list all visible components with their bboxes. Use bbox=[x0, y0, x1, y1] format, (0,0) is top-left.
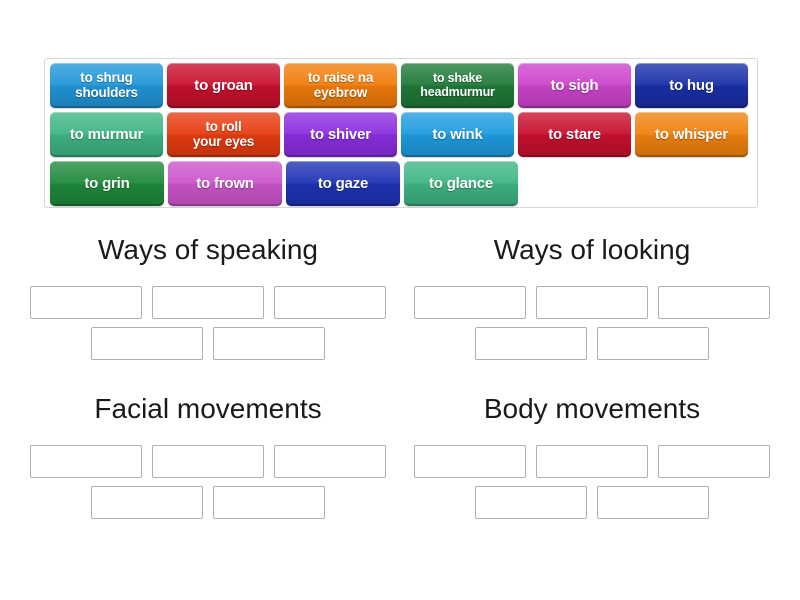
drop-slot-row bbox=[402, 286, 782, 319]
category-title: Ways of speaking bbox=[98, 234, 318, 265]
drop-slot-row bbox=[18, 286, 398, 319]
drop-slot[interactable] bbox=[152, 286, 264, 319]
word-tile[interactable]: to murmur bbox=[50, 112, 163, 157]
category-body-movements: Body movements bbox=[402, 395, 782, 527]
category-ways-of-looking: Ways of looking bbox=[402, 236, 782, 368]
category-title: Ways of looking bbox=[493, 234, 691, 265]
word-tile[interactable]: to grin bbox=[50, 161, 164, 206]
drop-slot[interactable] bbox=[658, 445, 770, 478]
drop-slot[interactable] bbox=[475, 486, 587, 519]
word-tile[interactable]: to hug bbox=[635, 63, 748, 108]
drop-slot[interactable] bbox=[414, 445, 526, 478]
category-facial-movements: Facial movements bbox=[18, 395, 398, 527]
word-tile[interactable]: to groan bbox=[167, 63, 280, 108]
drop-slot-row bbox=[402, 445, 782, 478]
word-tile[interactable]: to shiver bbox=[284, 112, 397, 157]
word-tile[interactable]: to glance bbox=[404, 161, 518, 206]
word-tile[interactable]: to whisper bbox=[635, 112, 748, 157]
drop-slot-row bbox=[402, 486, 782, 519]
drop-slot[interactable] bbox=[536, 445, 648, 478]
drop-slot[interactable] bbox=[536, 286, 648, 319]
drop-slot-row bbox=[18, 327, 398, 360]
drop-slot[interactable] bbox=[213, 327, 325, 360]
drop-slot[interactable] bbox=[274, 286, 386, 319]
drop-slot-row bbox=[402, 327, 782, 360]
drop-slot-row bbox=[18, 445, 398, 478]
drop-slot[interactable] bbox=[91, 486, 203, 519]
drop-slot[interactable] bbox=[152, 445, 264, 478]
word-tile[interactable]: to wink bbox=[401, 112, 514, 157]
word-tile[interactable]: to frown bbox=[168, 161, 282, 206]
word-tile[interactable]: to sigh bbox=[518, 63, 631, 108]
word-tile[interactable]: to stare bbox=[518, 112, 631, 157]
category-title: Body movements bbox=[483, 393, 701, 424]
drop-slot[interactable] bbox=[213, 486, 325, 519]
category-title: Facial movements bbox=[94, 393, 322, 424]
drop-slot[interactable] bbox=[597, 327, 709, 360]
drop-slot[interactable] bbox=[30, 445, 142, 478]
drop-slot[interactable] bbox=[274, 445, 386, 478]
category-ways-of-speaking: Ways of speaking bbox=[18, 236, 398, 368]
word-tile[interactable]: to gaze bbox=[286, 161, 400, 206]
drop-slot[interactable] bbox=[91, 327, 203, 360]
drop-slot[interactable] bbox=[30, 286, 142, 319]
drop-slot[interactable] bbox=[658, 286, 770, 319]
drop-slot[interactable] bbox=[597, 486, 709, 519]
drop-slot-row bbox=[18, 486, 398, 519]
drop-slot[interactable] bbox=[475, 327, 587, 360]
drop-slot[interactable] bbox=[414, 286, 526, 319]
